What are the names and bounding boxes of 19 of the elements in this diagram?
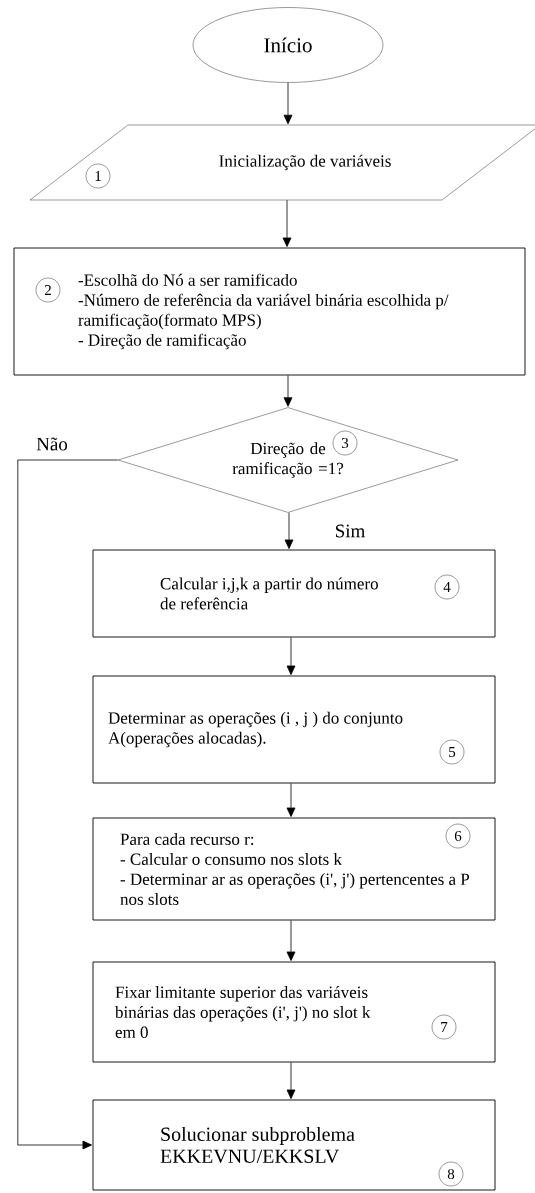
step-number: 4	[434, 574, 460, 600]
step-number: 6	[445, 823, 471, 849]
arrow	[283, 375, 293, 407]
step-number: 5	[439, 739, 465, 765]
arrow	[283, 82, 293, 125]
arrow	[286, 1062, 296, 1099]
arrow	[286, 920, 296, 961]
arrow	[286, 783, 296, 817]
step-number: 3	[332, 430, 358, 456]
step-number: 1	[85, 163, 111, 189]
step-number: 2	[35, 277, 61, 303]
arrow	[286, 637, 296, 675]
edge-label: Sim	[333, 523, 367, 539]
edge-label: Não	[35, 436, 69, 452]
arrow	[284, 512, 294, 549]
arrow	[282, 199, 292, 247]
step-number: 8	[438, 1161, 464, 1187]
step-number: 7	[431, 1014, 457, 1040]
arrow	[17, 459, 119, 1150]
